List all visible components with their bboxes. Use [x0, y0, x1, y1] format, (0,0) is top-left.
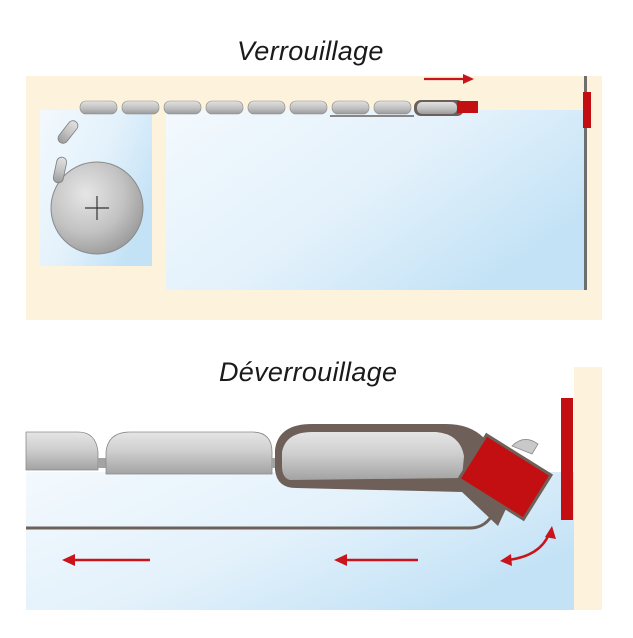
slat — [79, 100, 118, 115]
slat — [247, 100, 286, 115]
slat — [121, 100, 160, 115]
right-wall-edge — [584, 76, 587, 290]
end-slat — [417, 102, 457, 114]
end-slat-bottom — [282, 432, 464, 480]
locking-title: Verrouillage — [237, 36, 384, 66]
wall-lock-plate-bottom — [561, 398, 573, 520]
slat-row — [79, 100, 412, 115]
pivot-knob — [511, 439, 539, 455]
arrow-icon — [62, 554, 150, 566]
locking-panel — [26, 74, 602, 320]
unlocking-panel — [25, 367, 602, 610]
big-slat-2 — [105, 431, 273, 475]
arrow-icon — [334, 554, 418, 566]
big-slat-1 — [25, 431, 99, 471]
unlocking-title: Déverrouillage — [219, 357, 398, 387]
right-wall — [584, 76, 602, 320]
curved-double-arrow-icon — [500, 526, 556, 566]
pool-water — [166, 110, 584, 290]
slat — [163, 100, 202, 115]
slat-link-1 — [98, 458, 108, 468]
slat — [373, 100, 412, 115]
slat-up-2 — [57, 120, 79, 144]
slat-up-1 — [52, 156, 68, 184]
wall-lock-plate — [583, 92, 591, 128]
separating-wall — [152, 130, 166, 290]
slat — [289, 100, 328, 115]
right-wall-bottom — [574, 367, 602, 610]
slat — [331, 100, 370, 115]
slat — [205, 100, 244, 115]
lock-bolt — [457, 101, 478, 113]
lock-block — [456, 432, 554, 522]
arrow-icon — [424, 74, 474, 84]
